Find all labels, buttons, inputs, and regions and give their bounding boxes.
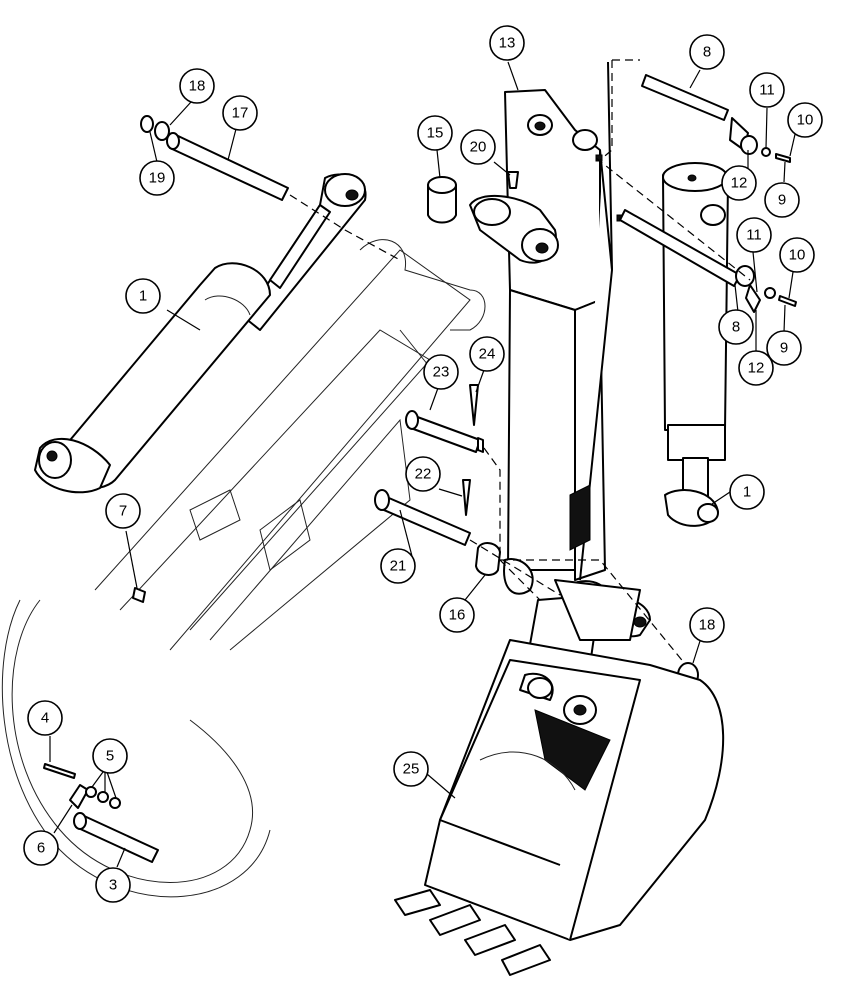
- callout-label: 23: [433, 364, 450, 381]
- cotter-pin-22: [462, 479, 471, 516]
- callout-label: 20: [470, 139, 487, 156]
- callout-label: 11: [746, 227, 762, 244]
- callout-18-lower: 18: [689, 607, 725, 643]
- callout-7: 7: [105, 493, 141, 529]
- callout-label: 10: [797, 112, 814, 129]
- callout-6: 6: [23, 830, 59, 866]
- callout-20: 20: [460, 129, 496, 165]
- callout-label: 9: [780, 340, 788, 357]
- callout-label: 24: [479, 346, 496, 363]
- washer-5c: [109, 797, 121, 809]
- callout-1-lower: 1: [729, 474, 765, 510]
- callout-label: 16: [449, 607, 466, 624]
- callout-label: 17: [232, 105, 249, 122]
- callout-label: 4: [41, 710, 49, 727]
- callout-label: 19: [149, 170, 166, 187]
- callout-15: 15: [417, 115, 453, 151]
- callout-label: 6: [37, 840, 45, 857]
- callout-3: 3: [95, 867, 131, 903]
- callout-label: 5: [106, 748, 114, 765]
- callout-19: 19: [139, 160, 175, 196]
- bucket-cylinder: [662, 162, 729, 527]
- callout-10-lower: 10: [779, 237, 815, 273]
- callout-label: 1: [139, 288, 147, 305]
- callout-24: 24: [469, 336, 505, 372]
- callout-label: 18: [699, 617, 716, 634]
- callout-8-lower: 8: [718, 309, 754, 345]
- callout-label: 1: [743, 484, 751, 501]
- callout-18-upper: 18: [179, 68, 215, 104]
- callout-8-upper: 8: [689, 34, 725, 70]
- callout-label: 12: [731, 175, 748, 192]
- callout-22: 22: [405, 456, 441, 492]
- callout-1-upper: 1: [125, 278, 161, 314]
- pin-8-lower: [619, 209, 797, 313]
- bushing-16: [475, 542, 501, 576]
- callout-label: 12: [748, 360, 765, 377]
- bolt-4: [43, 763, 76, 779]
- callout-11-upper: 11: [749, 72, 785, 108]
- callout-9-lower: 9: [766, 330, 802, 366]
- washer-5b: [97, 791, 109, 803]
- callout-12-upper: 12: [721, 165, 757, 201]
- pin-8-upper: [641, 74, 791, 163]
- callout-21: 21: [380, 548, 416, 584]
- callout-label: 8: [703, 44, 711, 61]
- callout-label: 15: [427, 125, 444, 142]
- callout-11-lower: 11: [736, 217, 772, 253]
- callout-12-lower: 12: [738, 350, 774, 386]
- grease-fitting-7: [132, 587, 146, 603]
- callout-4: 4: [27, 700, 63, 736]
- bucket-25: [394, 639, 725, 976]
- grease-fitting-20: [507, 171, 519, 189]
- dipper-stick: [469, 61, 651, 638]
- callout-10-upper: 10: [787, 102, 823, 138]
- pin-17: [166, 132, 289, 201]
- callout-label: 8: [732, 319, 740, 336]
- callout-13: 13: [489, 25, 525, 61]
- leader-lines: [49, 61, 797, 868]
- washer-5a: [85, 786, 97, 798]
- retainer-6: [69, 784, 89, 809]
- pin-23: [405, 410, 484, 453]
- callout-label: 7: [119, 503, 127, 520]
- callout-label: 10: [789, 247, 806, 264]
- boom-outline: [1, 239, 486, 898]
- callout-label: 11: [759, 82, 775, 99]
- callout-23: 23: [423, 354, 459, 390]
- callout-label: 22: [415, 466, 432, 483]
- boom-cylinder: [34, 173, 367, 494]
- callout-label: 9: [778, 192, 786, 209]
- callout-25: 25: [393, 751, 429, 787]
- washer-19: [140, 115, 154, 133]
- callout-9-upper: 9: [764, 182, 800, 218]
- cotter-pin-24: [469, 384, 479, 426]
- callout-label: 18: [189, 78, 206, 95]
- callout-label: 13: [499, 35, 516, 52]
- callout-label: 3: [109, 877, 117, 894]
- callout-5: 5: [92, 738, 128, 774]
- callout-label: 25: [403, 761, 420, 778]
- pin-21: [374, 489, 471, 546]
- callout-label: 21: [390, 558, 407, 575]
- bushing-15-top: [427, 176, 457, 194]
- washer-18-left: [154, 121, 170, 141]
- callout-16: 16: [439, 597, 475, 633]
- pin-3: [73, 812, 159, 863]
- callout-17: 17: [222, 95, 258, 131]
